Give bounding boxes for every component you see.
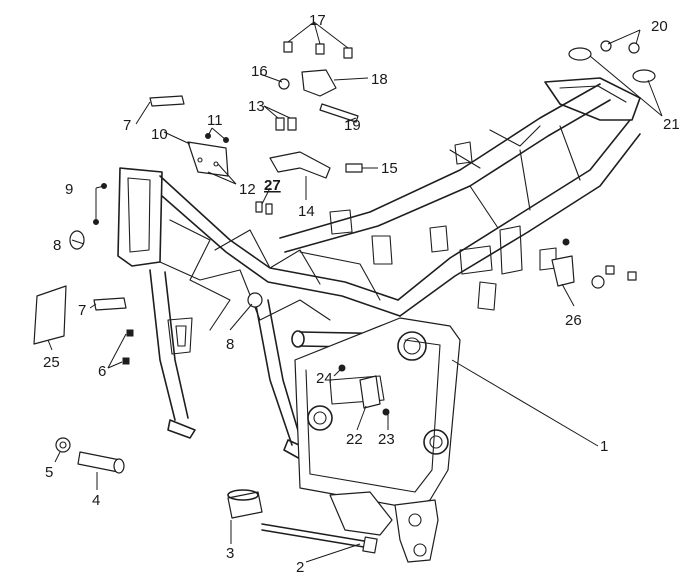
callout-14: 14 <box>298 203 315 220</box>
callout-15: 15 <box>381 160 398 177</box>
motorcycle-frame <box>117 77 641 563</box>
callout-9: 9 <box>65 181 73 198</box>
leader-lines <box>47 21 663 563</box>
callout-21: 21 <box>663 116 680 133</box>
callout-6: 6 <box>98 363 106 380</box>
callout-13: 13 <box>248 98 265 115</box>
loose-parts <box>33 40 656 554</box>
callout-17: 17 <box>309 12 326 29</box>
callout-22: 22 <box>346 431 363 448</box>
callout-7b: 7 <box>78 302 86 319</box>
callout-11: 11 <box>207 112 223 129</box>
callout-1: 1 <box>600 438 608 455</box>
callout-25: 25 <box>43 354 60 371</box>
callout-5: 5 <box>45 464 53 481</box>
callout-labels: 1 2 3 4 5 6 7 7 8 8 9 10 11 12 13 14 15 … <box>43 12 680 576</box>
callout-19: 19 <box>344 117 361 134</box>
callout-24: 24 <box>316 370 333 387</box>
callout-7a: 7 <box>123 117 131 134</box>
callout-27: 27 <box>264 177 281 194</box>
callout-12: 12 <box>239 181 256 198</box>
callout-16: 16 <box>251 63 268 80</box>
callout-18: 18 <box>371 71 388 88</box>
callout-2: 2 <box>296 559 304 576</box>
callout-8a: 8 <box>53 237 61 254</box>
callout-8b: 8 <box>226 336 234 353</box>
callout-10: 10 <box>151 126 168 143</box>
callout-26: 26 <box>565 312 582 329</box>
callout-3: 3 <box>226 545 234 562</box>
callout-20: 20 <box>651 18 668 35</box>
callout-4: 4 <box>92 492 100 509</box>
callout-23: 23 <box>378 431 395 448</box>
